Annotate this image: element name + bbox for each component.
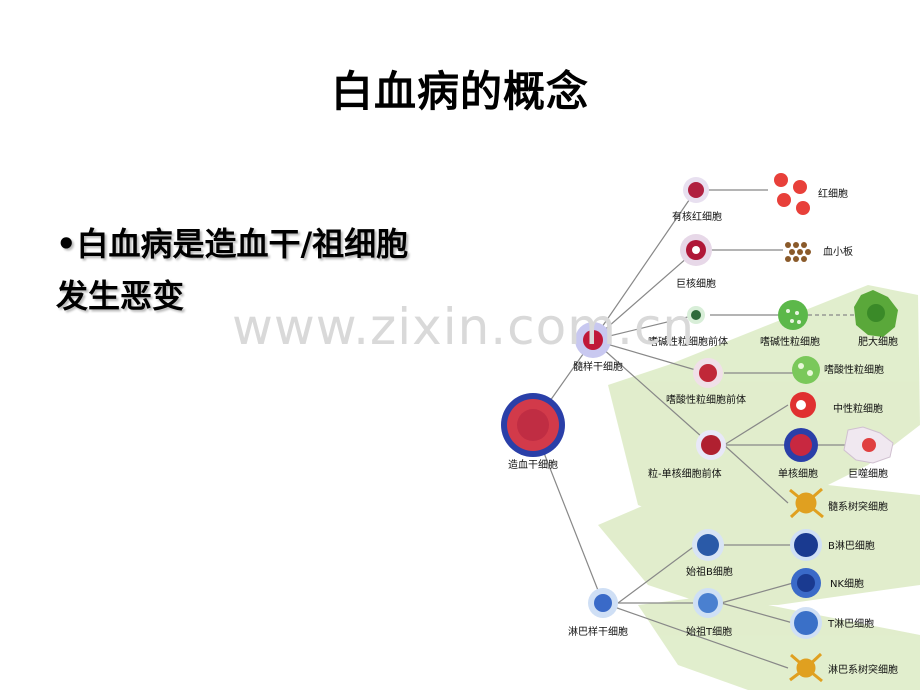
monocyte-cell — [784, 428, 818, 462]
label-platelet: 血小板 — [823, 245, 853, 258]
label-eosinophil: 嗜酸性粒细胞 — [824, 363, 884, 376]
basophil-pre-cell — [687, 306, 705, 324]
gm-pre-cell — [696, 430, 726, 460]
label-neutrophil: 中性粒细胞 — [833, 402, 883, 415]
label-myeloid-stem: 髓样干细胞 — [573, 360, 623, 373]
label-lymphoid-stem: 淋巴样干细胞 — [568, 625, 628, 638]
label-nucleated-rbc: 有核红细胞 — [672, 210, 722, 223]
lymphoid-stem-cell — [588, 588, 618, 618]
hematopoiesis-diagram: 造血干细胞 髓样干细胞 淋巴样干细胞 有核红细胞 红细胞 巨核细胞 血小板 — [501, 173, 920, 690]
label-gm-pre: 粒-单核细胞前体 — [648, 467, 722, 480]
label-rbc: 红细胞 — [818, 187, 848, 200]
myeloid-dc-cell — [789, 487, 824, 519]
label-macrophage: 巨噬细胞 — [848, 467, 888, 480]
mast-cell — [854, 290, 898, 337]
label-basophil-pre: 嗜碱性粒细胞前体 — [648, 335, 728, 348]
label-pro-b: 始祖B细胞 — [686, 565, 733, 578]
hsc-cell — [501, 393, 565, 457]
label-pro-t: 始祖T细胞 — [686, 625, 732, 638]
label-b-cell: B淋巴细胞 — [828, 539, 875, 552]
leaf-background — [598, 285, 920, 690]
label-t-cell: T淋巴细胞 — [827, 617, 874, 630]
bullet-line-2: 发生恶变 — [56, 277, 185, 315]
label-basophil: 嗜碱性粒细胞 — [760, 335, 820, 348]
eosinophil-cell — [792, 356, 820, 384]
pro-t-cell — [693, 588, 723, 618]
b-cell — [790, 529, 822, 561]
label-nk: NK细胞 — [830, 577, 864, 590]
slide-title: 白血病的概念 — [330, 67, 589, 116]
platelet-cluster — [785, 242, 811, 262]
label-megakaryocyte: 巨核细胞 — [676, 277, 716, 290]
eosinophil-pre-cell — [693, 358, 723, 388]
nk-cell — [791, 568, 821, 598]
t-cell — [790, 607, 822, 639]
neutrophil-cell — [790, 392, 816, 418]
label-mast: 肥大细胞 — [858, 335, 898, 348]
watermark: www.zixin.com.cn — [232, 298, 696, 356]
nucleated-rbc-cell — [683, 177, 709, 203]
basophil-cell — [778, 300, 808, 330]
myeloid-stem-cell — [575, 322, 611, 358]
label-hsc: 造血干细胞 — [508, 458, 558, 471]
macrophage-cell — [843, 426, 894, 464]
label-eosinophil-pre: 嗜酸性粒细胞前体 — [666, 393, 746, 406]
bullet-line-1: •白血病是造血干/祖细胞 — [56, 225, 409, 263]
lymphoid-dc-cell — [789, 652, 823, 683]
label-myeloid-dc: 髓系树突细胞 — [828, 500, 888, 513]
rbc-cluster — [774, 173, 810, 215]
bullet-point: •白血病是造血干/祖细胞 发生恶变 — [56, 218, 456, 322]
pro-b-cell — [692, 529, 724, 561]
megakaryocyte-cell — [680, 234, 712, 266]
label-monocyte: 单核细胞 — [778, 467, 818, 480]
label-lymphoid-dc: 淋巴系树突细胞 — [828, 663, 898, 676]
